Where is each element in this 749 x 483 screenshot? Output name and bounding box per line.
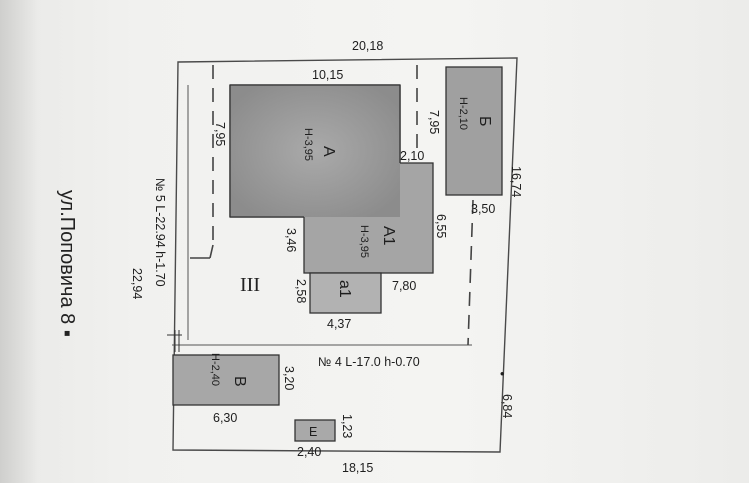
fence-bottom-label: № 4 L-17.0 h-0.70 <box>318 355 420 369</box>
building-a-height: Н-3,95 <box>302 128 314 161</box>
right-dot: • <box>500 367 504 381</box>
building-e <box>294 419 336 442</box>
building-v-width: 6,30 <box>213 411 237 425</box>
building-a1-name: А1 <box>380 226 397 246</box>
building-e-width: 2,40 <box>297 445 321 459</box>
building-b-depth: 7,95 <box>427 110 441 134</box>
building-b <box>445 66 503 196</box>
plot-boundary <box>172 57 518 453</box>
building-b-width: 3,50 <box>471 202 495 216</box>
building-v <box>172 354 280 406</box>
building-v-height: Н-2,40 <box>209 353 221 386</box>
fence-left-label: № 5 L-22.94 h-1.70 <box>153 178 167 287</box>
building-a1-left: 3,46 <box>284 228 298 252</box>
building-a1-small-height: 2,58 <box>294 279 308 303</box>
building-e-name: Е <box>309 425 317 439</box>
building-b-name: Б <box>476 116 493 127</box>
building-a1-small-width: 4,37 <box>327 317 351 331</box>
top-width-label: 20,18 <box>352 39 383 53</box>
building-a-name: А <box>320 146 337 157</box>
dashed-line-2 <box>209 244 214 259</box>
building-a1-right: 6,55 <box>434 214 448 238</box>
building-a1-small-name: а1 <box>336 280 353 298</box>
building-a1-small <box>309 272 382 314</box>
building-e-depth: 1,23 <box>340 414 354 438</box>
building-a1-height: Н-3,95 <box>358 225 370 258</box>
plot-marker-label: III <box>240 274 260 296</box>
bottom-width-label: 18,15 <box>342 461 373 475</box>
building-a-depth: 7,95 <box>213 122 227 146</box>
left-length-label: 22,94 <box>130 268 144 299</box>
building-v-name: В <box>231 376 248 387</box>
building-b-height: Н-2,10 <box>457 97 469 130</box>
building-a-width: 10,15 <box>312 68 343 82</box>
dashed-line-5 <box>467 199 474 346</box>
page-shadow <box>0 0 38 483</box>
building-a1-step: 2,10 <box>400 149 424 163</box>
building-a-top <box>230 85 400 217</box>
right-lower-label: 6,84 <box>500 394 514 418</box>
building-a1-bottom: 7,80 <box>392 279 416 293</box>
street-label: ул.Поповича 8 ▪ <box>56 190 78 337</box>
right-upper-label: 16,74 <box>509 166 523 197</box>
building-v-depth: 3,20 <box>282 366 296 390</box>
